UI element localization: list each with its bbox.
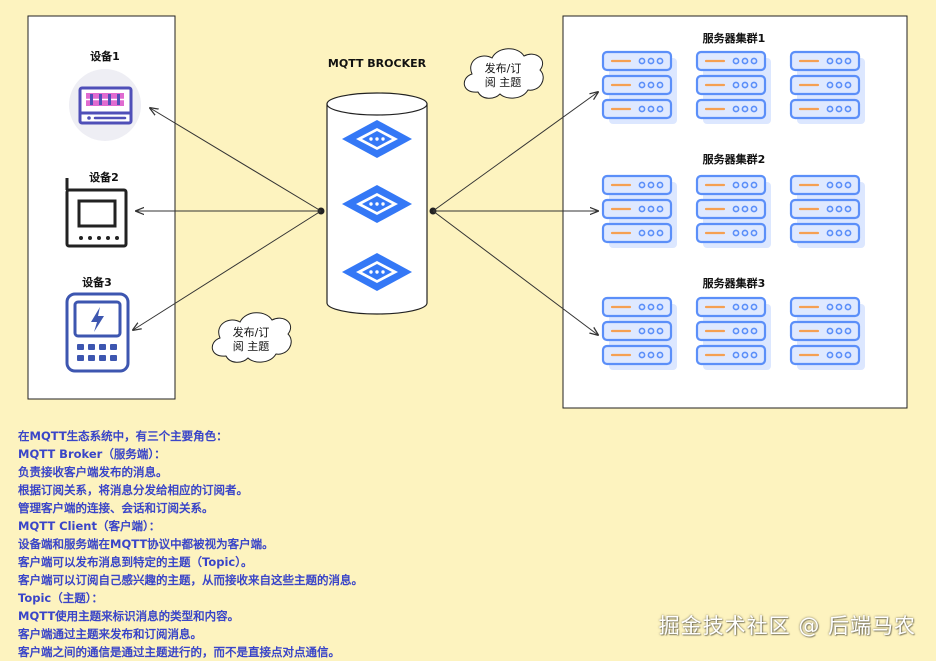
right-connections (432, 92, 598, 335)
server-icon (697, 52, 771, 124)
arrow-to-cluster-3 (432, 210, 598, 335)
server-cluster-3 (603, 298, 865, 370)
server-cluster-2 (603, 176, 865, 248)
description-line: 根据订阅关系，将消息分发给相应的订阅者。 (18, 483, 248, 497)
description-line: MQTT使用主题来标识消息的类型和内容。 (18, 609, 240, 623)
cloud-1-line-1: 发布/订 (485, 61, 522, 75)
server-icon (697, 298, 771, 370)
description-line: 在MQTT生态系统中，有三个主要角色： (18, 429, 228, 443)
server-icon (791, 52, 865, 124)
description-line: MQTT Client（客户端）： (18, 519, 161, 533)
cluster-label-3: 服务器集群3 (703, 276, 766, 290)
cloud-2-line-2: 阅 主题 (233, 340, 270, 353)
publish-subscribe-cloud-1: 发布/订 阅 主题 (463, 48, 544, 99)
description-line: 管理客户端的连接、会话和订阅关系。 (18, 501, 214, 515)
server-icon (603, 298, 677, 370)
device-label-1: 设备1 (90, 49, 120, 63)
description-line: 设备端和服务端在MQTT协议中都被视为客户端。 (18, 537, 274, 551)
publish-subscribe-cloud-2: 发布/订 阅 主题 (211, 312, 292, 363)
server-cluster-1 (603, 52, 865, 124)
server-icon (697, 176, 771, 248)
watermark: 掘金技术社区 @ 后端马农 (658, 614, 916, 638)
description-line: 客户端通过主题来发布和订阅消息。 (18, 627, 202, 641)
arrow-to-cluster-1 (432, 92, 598, 212)
server-icon (603, 176, 677, 248)
broker-label: MQTT BROCKER (328, 57, 427, 70)
device-label-3: 设备3 (82, 275, 112, 289)
arrow-to-device-1 (150, 108, 322, 212)
cluster-label-2: 服务器集群2 (703, 152, 766, 166)
cluster-label-1: 服务器集群1 (703, 31, 766, 45)
cloud-1-line-2: 阅 主题 (485, 76, 522, 89)
server-icon (791, 176, 865, 248)
description-line: 客户端可以订阅自己感兴趣的主题，从而接收来自这些主题的消息。 (18, 573, 363, 587)
description-line: Topic（主题）： (18, 591, 103, 605)
description-text: 在MQTT生态系统中，有三个主要角色： MQTT Broker（服务端）： 负责… (18, 427, 618, 661)
server-icon (603, 52, 677, 124)
left-connections (133, 108, 322, 330)
description-line: 客户端可以发布消息到特定的主题（Topic）。 (18, 555, 253, 569)
description-line: 客户端之间的通信是通过主题进行的，而不是直接点对点通信。 (18, 645, 340, 659)
meter-icon (65, 292, 130, 373)
broker-cylinder-icon (326, 92, 428, 315)
router-icon (69, 69, 141, 141)
arrow-to-device-3 (133, 210, 322, 330)
description-line: 负责接收客户端发布的消息。 (18, 465, 168, 479)
cloud-2-line-1: 发布/订 (233, 325, 270, 339)
architecture-diagram: 设备1 设备2 设备3 (27, 15, 908, 409)
description-line: MQTT Broker（服务端）： (18, 447, 166, 461)
server-icon (791, 298, 865, 370)
device-label-2: 设备2 (89, 170, 119, 184)
terminal-icon (65, 178, 128, 248)
